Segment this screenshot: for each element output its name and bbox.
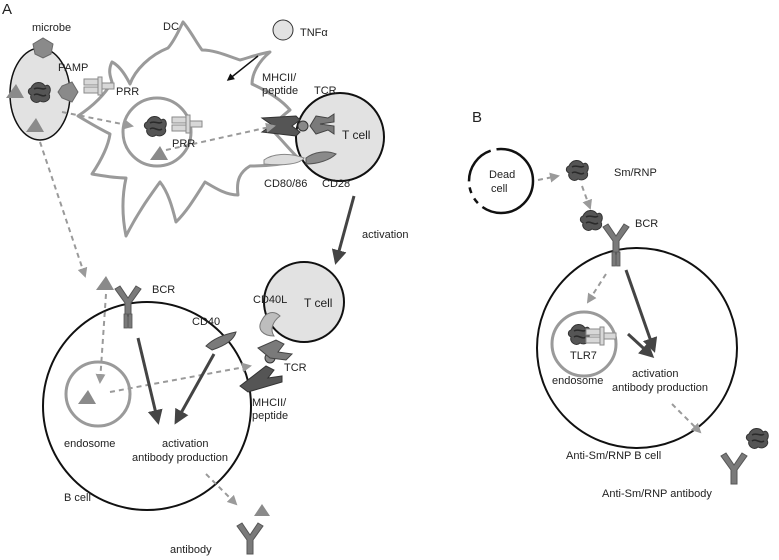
arrow-dead-cell-to-sm-rnp (537, 172, 560, 183)
bcr-a (114, 285, 142, 329)
label-dc: DC (163, 21, 179, 33)
tcr-bottom (257, 339, 294, 361)
label-b-cell-a: B cell (64, 492, 91, 504)
label-mhcii-bottom-2: peptide (252, 410, 288, 422)
bcr-b-antigen (579, 209, 603, 232)
microbe-triangle-bottom (26, 118, 44, 132)
panel-a-letter: A (2, 1, 12, 18)
microbe-pamp-right (57, 81, 79, 103)
label-t-cell-bottom: T cell (304, 296, 332, 310)
label-tcr-top: TCR (314, 85, 337, 97)
label-pamp: PAMP (58, 62, 88, 74)
antibody-a (236, 522, 264, 555)
arrow-b-cell-b-to-antibody (671, 403, 702, 434)
arrow-microbe-to-dc (61, 111, 134, 130)
label-b-cell-b: Anti-Sm/RNP B cell (566, 450, 661, 462)
cd40-molecule (205, 331, 237, 351)
arrow-b-cell-to-antibody (205, 473, 238, 506)
label-tlr7: TLR7 (570, 350, 597, 362)
panel-b-letter: B (472, 109, 482, 126)
tnfa-arrow (226, 55, 259, 81)
arrow-t-cell-activation (331, 195, 356, 265)
prr-receptor-outer (83, 76, 115, 96)
arrow-cd40-to-activation (174, 353, 216, 425)
b-cell-a (42, 301, 252, 511)
label-dead-cell-2: cell (491, 183, 508, 195)
b-cell-a-endosome (64, 360, 132, 428)
label-antibody-production-a: antibody production (132, 452, 228, 464)
arrow-microbe-to-bcr (39, 141, 88, 278)
antibody-a-antigen (254, 504, 270, 516)
tnfa-molecule (272, 19, 294, 41)
arrow-bcr-to-endosome (95, 293, 107, 384)
mhcii-top (260, 115, 301, 137)
peptide-top (297, 120, 309, 132)
t-cell-top (295, 92, 385, 182)
bcr-a-antigen-triangle (96, 276, 114, 290)
b-cell-b-endosome (550, 310, 618, 378)
dead-cell (467, 147, 535, 215)
dendritic-cell-outline (76, 20, 302, 238)
antibody-b-antigen (745, 427, 769, 450)
arrow-dc-to-mhcii (165, 122, 276, 151)
arrow-bcr-to-activation-b (624, 269, 658, 353)
label-cd28: CD28 (322, 178, 350, 190)
arrow-endosome-to-mhcii (109, 362, 252, 393)
label-endosome-b: endosome (552, 375, 603, 387)
label-antibody-production-b: antibody production (612, 382, 708, 394)
label-prr-outer: PRR (116, 86, 139, 98)
prr-receptor-inner (171, 114, 203, 134)
b-cell-b (536, 247, 738, 449)
cd28-molecule (305, 151, 337, 165)
label-mhcii-top-1: MHCII/ (262, 72, 297, 84)
label-sm-rnp: Sm/RNP (614, 167, 657, 179)
cd40l-molecule (259, 312, 281, 337)
label-bcr-b: BCR (635, 218, 658, 230)
label-mhcii-top-2: peptide (262, 85, 298, 97)
label-activation-b: activation (632, 368, 678, 380)
b-cell-a-endosome-triangle (78, 390, 96, 404)
label-cd80-86: CD80/86 (264, 178, 307, 190)
tcr-top (309, 113, 335, 135)
arrow-sm-rnp-to-bcr (581, 185, 592, 210)
label-tnfa: TNFα (300, 27, 328, 39)
label-endosome-a: endosome (64, 438, 115, 450)
cd80-86-molecule (263, 153, 305, 166)
label-cd40: CD40 (192, 316, 220, 328)
label-tcr-bottom: TCR (284, 362, 307, 374)
sm-rnp-antigen (565, 159, 589, 182)
label-antibody-b: Anti-Sm/RNP antibody (602, 488, 712, 500)
label-t-cell-top: T cell (342, 128, 370, 142)
label-activation-arrow: activation (362, 229, 408, 241)
bcr-b (602, 223, 630, 267)
label-antibody-a: antibody (170, 544, 212, 556)
label-cd40l: CD40L (253, 294, 287, 306)
mhcii-bottom (239, 365, 283, 393)
t-cell-bottom (263, 261, 345, 343)
antibody-b (720, 452, 748, 485)
label-mhcii-bottom-1: MHCII/ (252, 397, 287, 409)
label-dead-cell-1: Dead (489, 169, 515, 181)
label-bcr-a: BCR (152, 284, 175, 296)
label-microbe: microbe (32, 22, 71, 34)
label-prr-inner: PRR (172, 138, 195, 150)
microbe-triangle-left (6, 84, 24, 98)
label-activation-a: activation (162, 438, 208, 450)
dc-triangle (150, 146, 168, 160)
microbe-pamp-top (32, 37, 54, 59)
dc-endosome (121, 96, 193, 168)
dc-antigen (143, 115, 167, 138)
arrow-bcr-to-activation (136, 337, 163, 425)
arrow-bcr-to-endosome-b (586, 273, 607, 304)
